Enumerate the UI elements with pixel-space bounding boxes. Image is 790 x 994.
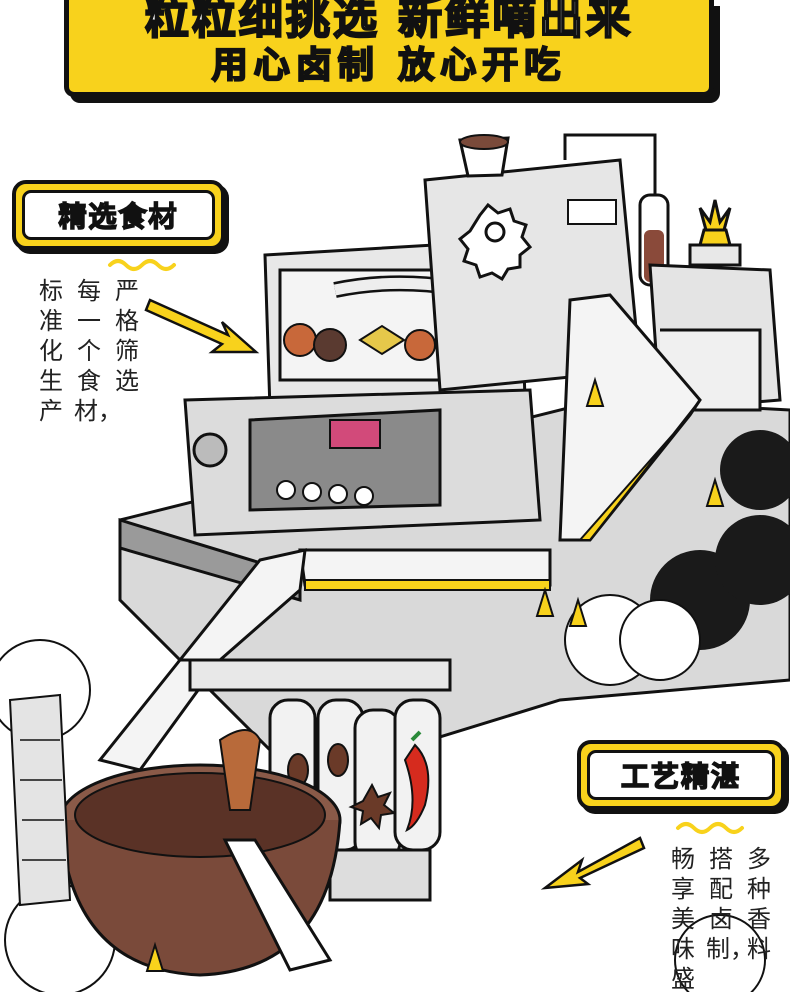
star-anise-icon xyxy=(348,782,397,831)
braising-pot xyxy=(58,729,342,977)
section-text-column: 标准化生产 xyxy=(39,277,63,425)
section-text-column: 多种香料 xyxy=(747,845,771,963)
section-text-column: 每一个食材， xyxy=(74,277,122,425)
title-banner: 粒粒细挑选 新鲜嘀出来 用心卤制 放心开吃 xyxy=(64,0,714,97)
section-title: 精选食材 xyxy=(58,199,179,234)
banner-subheadline: 用心卤制 放心开吃 xyxy=(211,44,567,87)
spice-tanks xyxy=(188,658,452,902)
arrow-icon xyxy=(144,298,646,890)
chili-icon xyxy=(403,743,430,833)
traffic-cone-icon xyxy=(145,376,725,972)
section-text-column: 搭配卤制， xyxy=(706,845,754,963)
wave-icon xyxy=(108,259,176,271)
section-label-craft: 工艺精湛 xyxy=(577,740,785,810)
section-label-ingredients: 精选食材 xyxy=(12,180,225,250)
section-text-column: 严格筛选 xyxy=(115,277,139,395)
wave-icon xyxy=(676,822,744,834)
conveyor-belts xyxy=(97,293,702,772)
banner-headline: 粒粒细挑选 新鲜嘀出来 xyxy=(144,0,634,45)
smoke-light xyxy=(0,594,766,992)
section-title: 工艺精湛 xyxy=(620,759,741,794)
section-text-column: 畅享美味盛 xyxy=(671,845,695,993)
background-building xyxy=(8,693,72,907)
